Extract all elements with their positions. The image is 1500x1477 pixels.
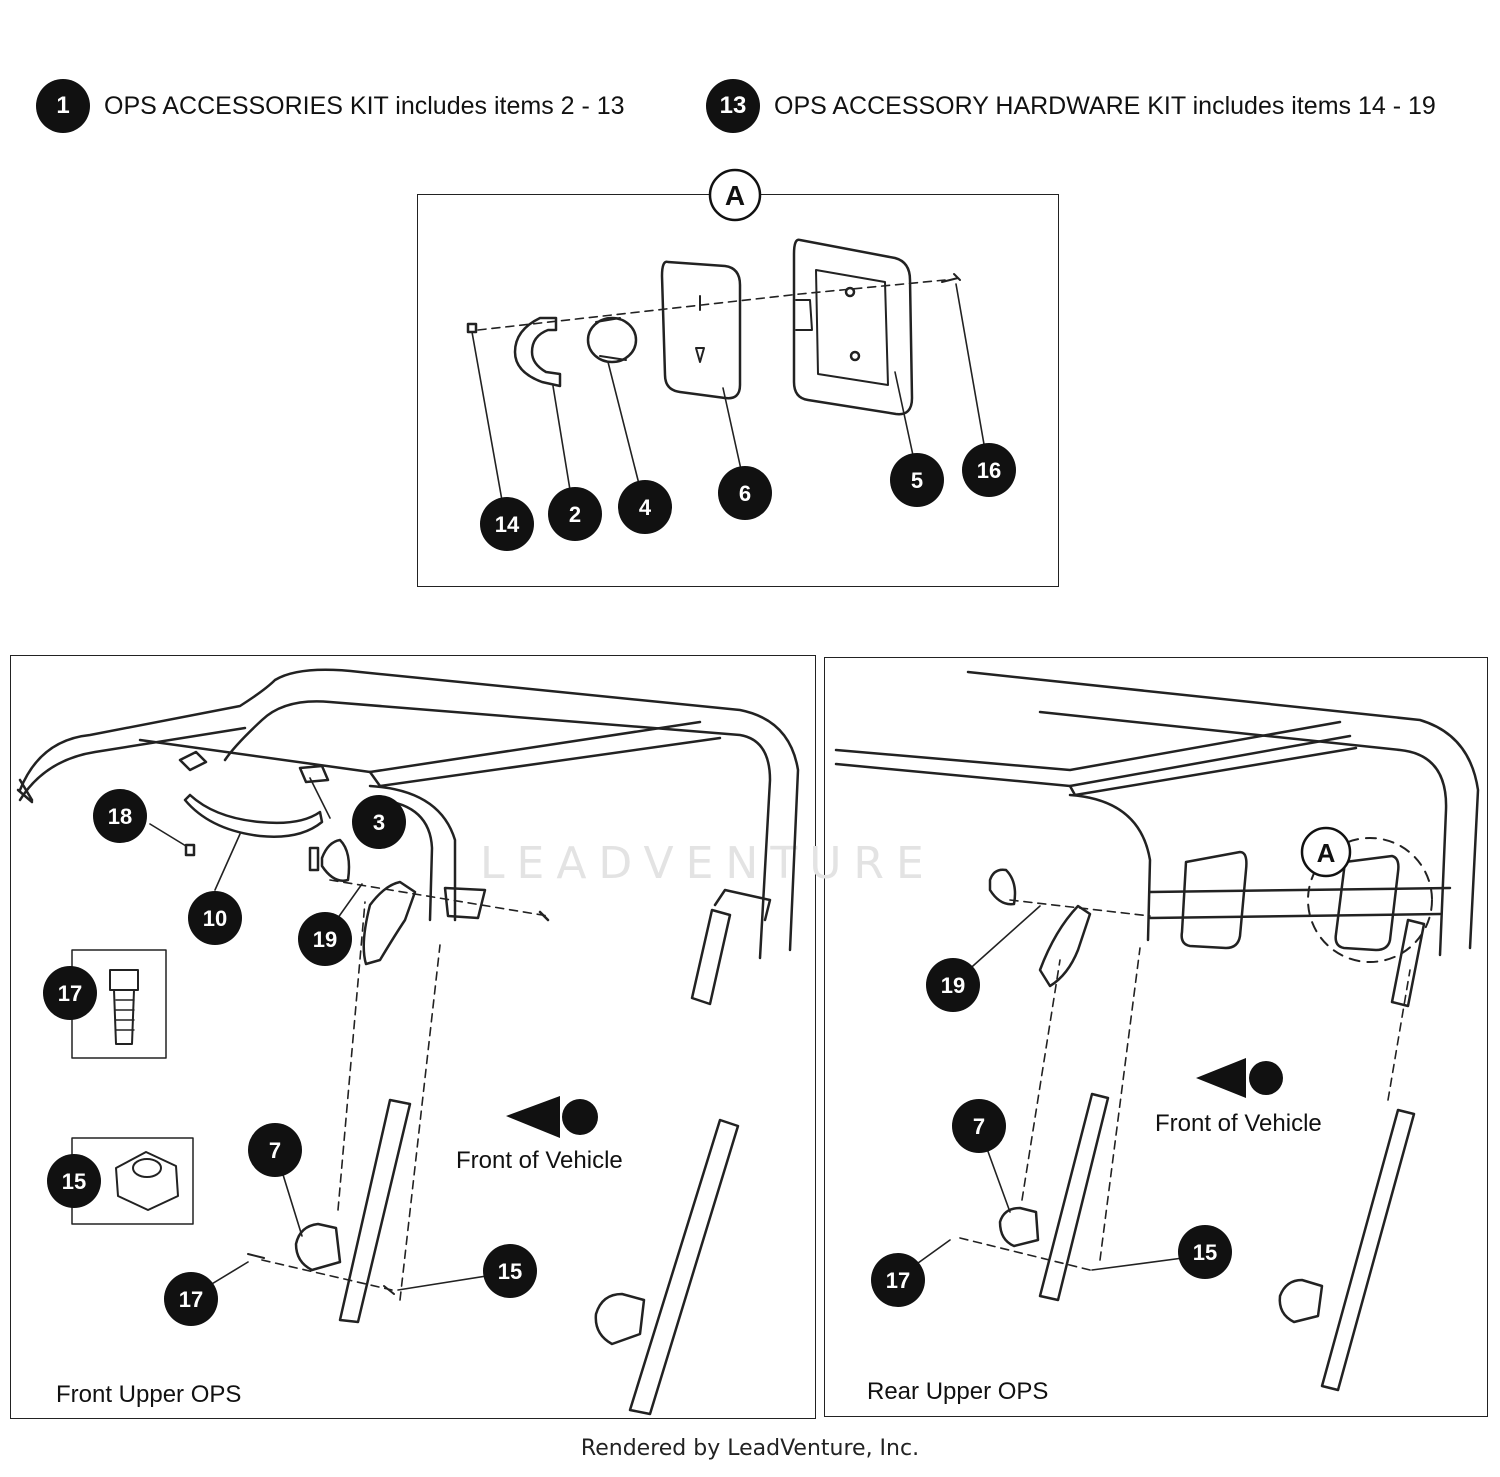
svg-text:19: 19	[313, 927, 337, 952]
legend-item-accessories-kit: 1 OPS ACCESSORIES KIT includes items 2 -…	[36, 78, 625, 134]
svg-text:15: 15	[498, 1259, 522, 1284]
svg-text:19: 19	[941, 973, 965, 998]
legend-text: OPS ACCESSORIES KIT includes items 2 - 1…	[104, 91, 625, 120]
detail-a-label[interactable]: A	[708, 168, 762, 222]
callout-4[interactable]: 4	[618, 480, 672, 534]
svg-text:6: 6	[739, 481, 751, 506]
svg-text:2: 2	[569, 502, 581, 527]
svg-text:17: 17	[58, 981, 82, 1006]
callout-15-rear[interactable]: 15	[1178, 1225, 1232, 1279]
callout-2[interactable]: 2	[548, 487, 602, 541]
svg-text:7: 7	[269, 1138, 281, 1163]
svg-text:A: A	[1317, 838, 1336, 868]
callout-badge[interactable]: 13	[706, 79, 760, 133]
callout-14[interactable]: 14	[480, 497, 534, 551]
callout-17-inset[interactable]: 17	[43, 966, 97, 1020]
svg-text:7: 7	[973, 1114, 985, 1139]
svg-text:15: 15	[62, 1169, 86, 1194]
callout-18[interactable]: 18	[93, 789, 147, 843]
front-ops-frame	[16, 668, 800, 1416]
legend-text: OPS ACCESSORY HARDWARE KIT includes item…	[774, 91, 1436, 120]
svg-text:5: 5	[911, 468, 923, 493]
svg-text:3: 3	[373, 810, 385, 835]
callout-3[interactable]: 3	[352, 795, 406, 849]
svg-text:16: 16	[977, 458, 1001, 483]
footer-credit: Rendered by LeadVenture, Inc.	[580, 1436, 920, 1461]
rear-front-of-vehicle-label: Front of Vehicle	[1155, 1110, 1322, 1137]
svg-text:14: 14	[495, 512, 520, 537]
legend-item-hardware-kit: 13 OPS ACCESSORY HARDWARE KIT includes i…	[706, 78, 1436, 134]
svg-text:A: A	[725, 180, 745, 211]
svg-text:10: 10	[203, 906, 227, 931]
svg-text:17: 17	[179, 1287, 203, 1312]
front-upper-ops-box	[10, 655, 816, 1419]
front-of-vehicle-arrow	[506, 1096, 598, 1138]
svg-text:4: 4	[639, 495, 652, 520]
svg-text:17: 17	[886, 1268, 910, 1293]
callout-17[interactable]: 17	[164, 1272, 218, 1326]
callout-15[interactable]: 15	[483, 1244, 537, 1298]
callout-7-rear[interactable]: 7	[952, 1099, 1006, 1153]
callout-16[interactable]: 16	[962, 443, 1016, 497]
front-upper-ops-caption: Front Upper OPS	[56, 1381, 242, 1408]
callout-5[interactable]: 5	[890, 453, 944, 507]
rear-ops-frame	[834, 670, 1480, 1392]
callout-badge[interactable]: 1	[36, 79, 90, 133]
detail-a-reference[interactable]: A	[1300, 826, 1352, 878]
callout-19[interactable]: 19	[298, 912, 352, 966]
callout-17-rear[interactable]: 17	[871, 1253, 925, 1307]
svg-text:15: 15	[1193, 1240, 1217, 1265]
rear-front-of-vehicle-arrow	[1196, 1058, 1283, 1098]
svg-text:18: 18	[108, 804, 132, 829]
rear-upper-ops-box	[824, 657, 1488, 1417]
rear-upper-ops-caption: Rear Upper OPS	[867, 1378, 1049, 1405]
watermark: LEADVENTURE	[480, 838, 936, 889]
callout-15-inset[interactable]: 15	[47, 1154, 101, 1208]
callout-7[interactable]: 7	[248, 1123, 302, 1177]
detail-a-parts	[466, 238, 986, 507]
callout-6[interactable]: 6	[718, 466, 772, 520]
front-of-vehicle-label: Front of Vehicle	[456, 1147, 623, 1174]
callout-10[interactable]: 10	[188, 891, 242, 945]
callout-19-rear[interactable]: 19	[926, 958, 980, 1012]
